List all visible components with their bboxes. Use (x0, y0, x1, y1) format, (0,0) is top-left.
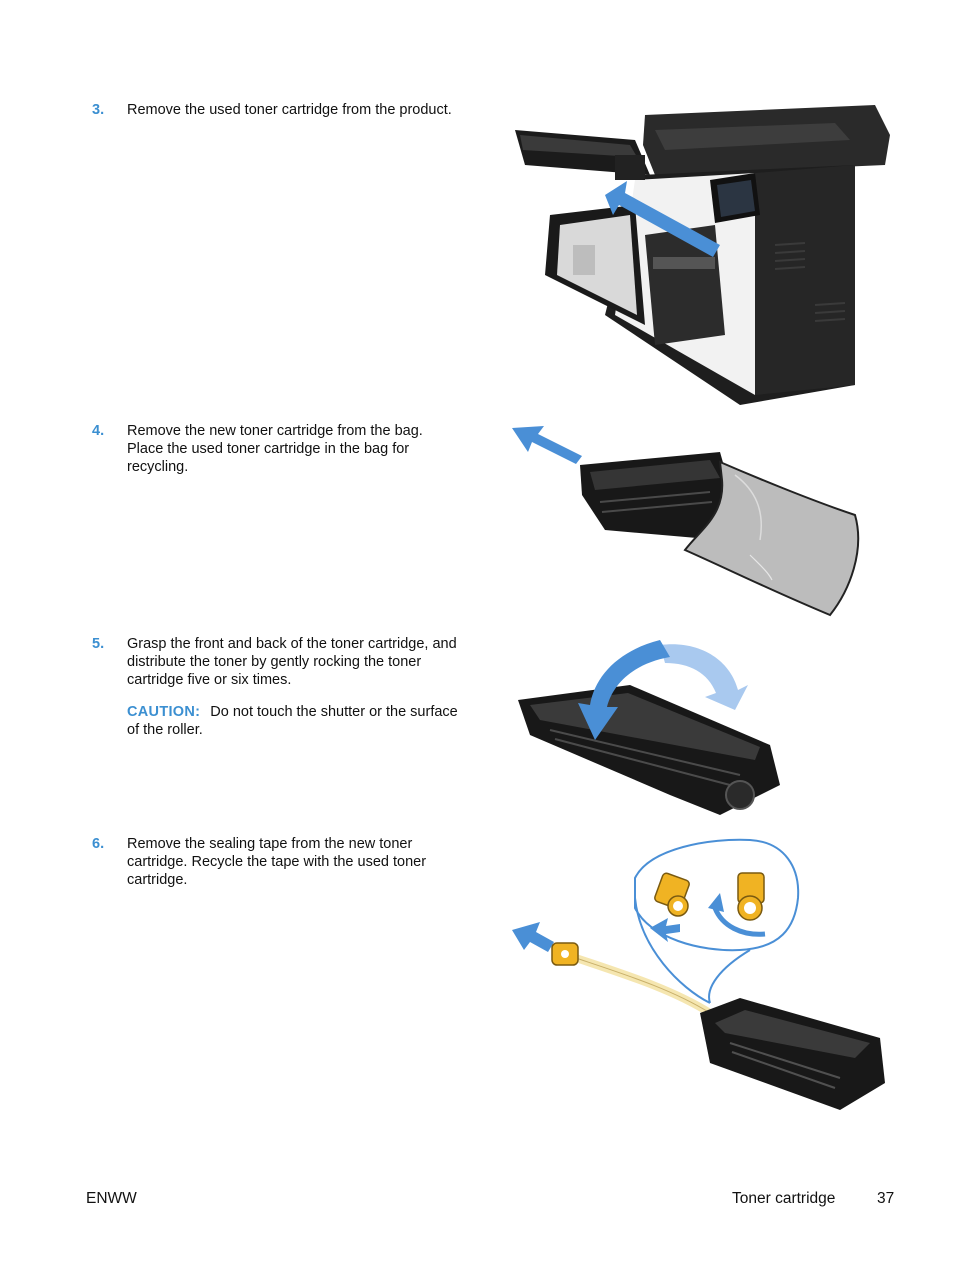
step-number: 3. (92, 102, 105, 118)
printer-remove-cartridge-illustration (515, 105, 890, 405)
tape-tab-icon (654, 872, 690, 917)
cartridge-bag-illustration (512, 426, 860, 617)
step-number: 5. (92, 636, 105, 652)
step-text: Remove the new toner cartridge from the … (127, 423, 423, 475)
step-3: 3. Remove the used toner cartridge from … (92, 101, 462, 119)
footer-section: Toner cartridge (732, 1190, 836, 1207)
step-text: Remove the used toner cartridge from the… (127, 102, 452, 118)
caution-label: CAUTION: (127, 704, 201, 720)
step-text: Remove the sealing tape from the new ton… (127, 836, 427, 888)
step-6: 6. Remove the sealing tape from the new … (92, 835, 462, 889)
step-4: 4. Remove the new toner cartridge from t… (92, 422, 462, 476)
sealing-tape-illustration (512, 838, 885, 1110)
caution-note: CAUTION:Do not touch the shutter or the … (127, 703, 462, 739)
step-text: Grasp the front and back of the toner ca… (127, 636, 457, 688)
caution-text: Do not touch the shutter or the surface … (127, 704, 458, 738)
step-number: 4. (92, 423, 105, 439)
rocking-cartridge-illustration (518, 640, 780, 815)
footer-page-number: 37 (877, 1190, 895, 1207)
step-number: 6. (92, 836, 105, 852)
footer-left: ENWW (86, 1190, 137, 1207)
step-5: 5. Grasp the front and back of the toner… (92, 635, 462, 739)
